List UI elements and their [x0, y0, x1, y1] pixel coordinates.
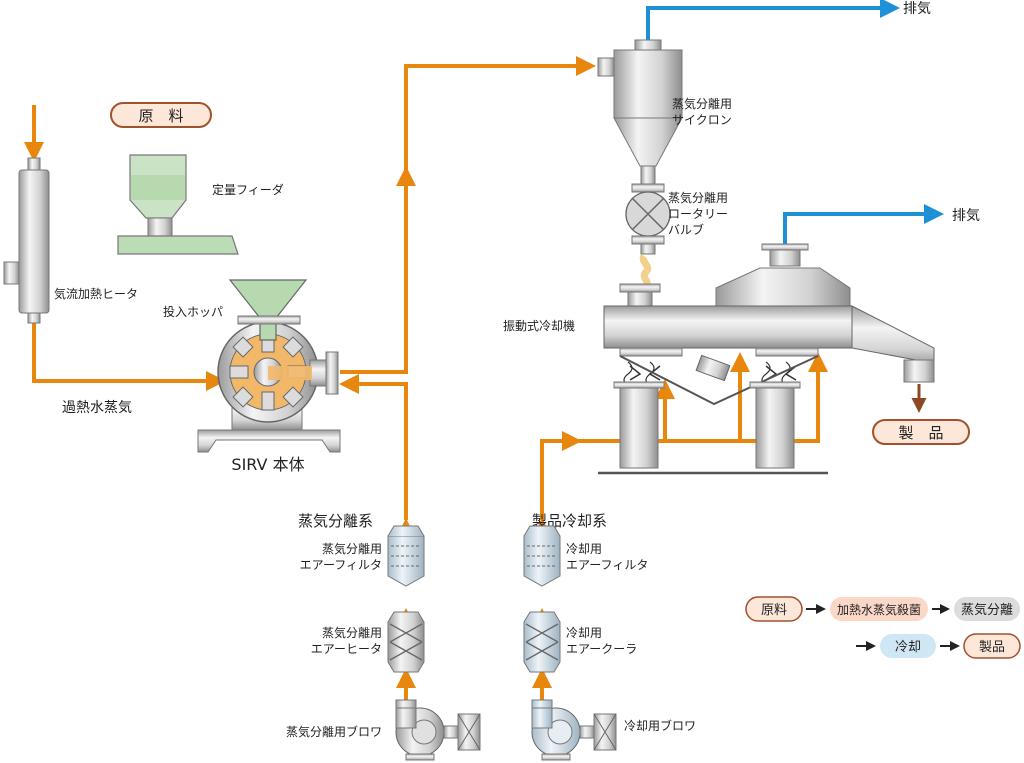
legend-step-cool: 冷却: [880, 634, 936, 658]
cooling-air-filter: [523, 525, 561, 587]
feeder-label: 定量フィーダ: [212, 182, 284, 197]
steam-separation-system-title: 蒸気分離系: [298, 512, 373, 530]
product-badge: 製 品: [872, 419, 970, 445]
steam-air-to-sirv-line: [339, 374, 408, 520]
rotary-valve-label-3: バルブ: [668, 222, 704, 237]
rotary-valve-label-1: 蒸気分離用: [668, 190, 728, 205]
svg-text:原 料: 原 料: [138, 107, 183, 125]
legend-step-sterilize: 加熱水蒸気殺菌: [830, 597, 928, 621]
svg-text:製 品: 製 品: [898, 424, 943, 442]
sirv-to-cyclone-line: [340, 56, 596, 374]
svg-text:加熱水蒸気殺菌: 加熱水蒸気殺菌: [837, 602, 921, 617]
cyclone-exhaust-line: [646, 0, 900, 40]
air-heater: [3, 157, 50, 324]
cooling-air-cooler: [523, 611, 561, 673]
cooling-blower: [531, 699, 617, 761]
rotary-valve-label-2: ロータリー: [668, 207, 728, 221]
cooler-exhaust-line: [783, 204, 944, 246]
steam-heater-label-1: 蒸気分離用: [322, 625, 382, 640]
quantitative-feeder: [117, 154, 239, 255]
svg-text:製品: 製品: [979, 640, 1005, 655]
process-legend: 原料 加熱水蒸気殺菌 蒸気分離 冷却 製品: [745, 596, 1021, 659]
raw-material-badge: 原 料: [110, 102, 212, 128]
vibrating-cooler: [598, 243, 935, 475]
steam-filter-label-2: エアーフィルタ: [300, 558, 382, 572]
air-heater-label: 気流加熱ヒータ: [54, 286, 138, 301]
legend-step-separate: 蒸気分離: [954, 597, 1020, 621]
steam-blower-label: 蒸気分離用ブロワ: [286, 724, 382, 739]
cool-cooler-label-1: 冷却用: [566, 626, 602, 640]
steam-separation-cyclone: [597, 39, 683, 185]
svg-text:蒸気分離: 蒸気分離: [961, 602, 1013, 618]
svg-text:冷却: 冷却: [895, 640, 921, 655]
superheated-steam-label: 過熱水蒸気: [62, 400, 132, 416]
hopper-label: 投入ホッパ: [163, 304, 223, 319]
legend-step-raw: 原料: [745, 596, 803, 622]
legend-step-product: 製品: [963, 633, 1021, 659]
cool-filter-label-1: 冷却用: [566, 542, 602, 556]
steam-air-heater: [387, 611, 425, 673]
sirv-main-unit: [197, 279, 341, 453]
rotary-valve: [625, 183, 671, 293]
cyclone-label-1: 蒸気分離用: [672, 96, 732, 111]
steam-blower: [395, 699, 481, 761]
steam-air-filter: [387, 525, 425, 587]
superheated-steam-line: [32, 322, 226, 391]
cool-blower-label: 冷却用ブロワ: [624, 718, 696, 733]
svg-text:原料: 原料: [761, 603, 787, 618]
cooler-label: 振動式冷却機: [503, 318, 575, 333]
exhaust-lines: [646, 0, 944, 246]
cyclone-label-2: サイクロン: [672, 113, 732, 127]
cool-filter-label-2: エアーフィルタ: [566, 558, 648, 572]
cooling-air-line: [540, 352, 828, 520]
exhaust-label-right: 排気: [952, 208, 980, 224]
sirv-body-label: SIRV 本体: [231, 455, 304, 474]
steam-heater-label-2: エアーヒータ: [311, 642, 382, 656]
cool-cooler-label-2: エアークーラ: [566, 642, 637, 656]
steam-filter-label-1: 蒸気分離用: [322, 541, 382, 556]
exhaust-label-top: 排気: [903, 1, 931, 17]
